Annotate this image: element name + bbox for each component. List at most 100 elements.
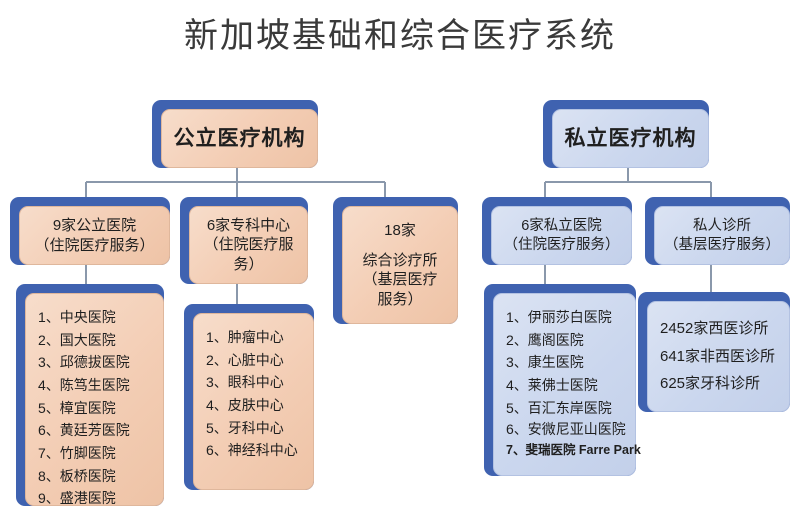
list-item-number: 5、 [206, 419, 228, 436]
list-item-label: 国大医院 [59, 331, 116, 348]
list-item-label: 板桥医院 [59, 467, 116, 484]
list-item: 3、康生医院 [506, 351, 584, 374]
list-item-number: 4、 [206, 397, 228, 414]
list-item: 2452家西医诊所 [660, 319, 769, 337]
list-item: 2、国大医院 [38, 329, 116, 352]
node-label-public-institutions: 公立医疗机构 [173, 126, 306, 150]
list-item: 6、安微尼亚山医院 [506, 419, 626, 439]
category-line-3: （基层医疗 [362, 271, 438, 288]
list-item: 5、百汇东岸医院 [506, 397, 612, 420]
node-public-hospitals-category[interactable]: 9家公立医院 （住院医疗服务） [10, 197, 170, 265]
node-face: 18家 综合诊疗所 （基层医疗 服务） [342, 206, 458, 324]
list-item-number: 2、 [38, 331, 60, 348]
list-item: 5、樟宜医院 [38, 397, 116, 420]
node-face: 私人诊所 （基层医疗服务） [654, 206, 790, 265]
list-item: 6、黄廷芳医院 [38, 419, 130, 442]
list-item-number: 6、 [206, 442, 228, 459]
category-line-1: 9家公立医院 [52, 217, 137, 234]
category-line-2: 综合诊疗所 [362, 251, 438, 269]
list-item: 7、竹脚医院 [38, 442, 116, 465]
node-face: 私立医疗机构 [552, 109, 709, 168]
node-face: 6家私立医院 （住院医疗服务） [491, 206, 632, 265]
list-item-label: 竹脚医院 [59, 445, 116, 462]
node-public-institutions[interactable]: 公立医疗机构 [152, 100, 318, 168]
list-item-label: 樟宜医院 [59, 399, 116, 416]
list-item-label: 邱德拔医院 [59, 354, 130, 371]
list-item-number: 7、 [506, 442, 526, 457]
category-line-1: 18家 [384, 222, 416, 239]
list-item-number: 6、 [38, 422, 60, 439]
list-item: 4、皮肤中心 [206, 394, 284, 417]
list-item: 4、莱佛士医院 [506, 374, 598, 397]
category-line-2: （基层医疗服务） [664, 236, 780, 253]
list-item-number: 5、 [38, 399, 60, 416]
list-item: 9、盛港医院 [38, 487, 116, 510]
list-item-number: 4、 [38, 377, 60, 394]
category-line-1: 6家私立医院 [521, 217, 602, 234]
node-specialty-centers-category[interactable]: 6家专科中心 （住院医疗服 务） [180, 197, 308, 284]
list-item-number: 8、 [38, 467, 60, 484]
list-item: 5、牙科中心 [206, 417, 284, 440]
list-item-label: 皮肤中心 [227, 397, 284, 414]
list-item-number: 3、 [206, 374, 228, 391]
list-item-number: 6、 [506, 421, 528, 438]
list-item-label: 黄廷芳医院 [59, 422, 130, 439]
category-line-3: 务） [233, 255, 264, 273]
list-item: 1、中央医院 [38, 306, 116, 329]
list-item-label: 神经科中心 [227, 442, 298, 459]
node-face: 公立医疗机构 [161, 109, 318, 168]
list-item-number: 5、 [506, 399, 528, 416]
list-item: 1、肿瘤中心 [206, 326, 284, 349]
list-item-number: 2、 [206, 351, 228, 368]
list-item-label: 伊丽莎白医院 [527, 309, 612, 325]
list-item-label: 鹰阁医院 [527, 331, 584, 348]
list-item: 3、眼科中心 [206, 371, 284, 394]
list-item-label: 中央医院 [59, 309, 116, 325]
node-face: 9家公立医院 （住院医疗服务） [19, 206, 170, 265]
list-item-number: 3、 [38, 354, 60, 371]
list-item-number: 1、 [206, 329, 228, 345]
list-item-label: 陈笃生医院 [59, 377, 130, 394]
list-item-label: 肿瘤中心 [227, 329, 284, 345]
list-item: 625家牙科诊所 [660, 375, 761, 393]
category-line-4: 服务） [377, 290, 423, 308]
node-private-hospitals-category[interactable]: 6家私立医院 （住院医疗服务） [482, 197, 632, 265]
list-item: 2、鹰阁医院 [506, 329, 584, 352]
list-item: 1、伊丽莎白医院 [506, 306, 612, 329]
list-item: 4、陈笃生医院 [38, 374, 130, 397]
list-item-number: 1、 [38, 309, 60, 325]
node-private-clinics-category[interactable]: 私人诊所 （基层医疗服务） [645, 197, 790, 265]
list-item-number: 1、 [506, 309, 528, 325]
list-item-number: 3、 [506, 354, 528, 371]
list-item-label: 心脏中心 [227, 351, 284, 368]
list-item: 6、神经科中心 [206, 439, 298, 462]
category-line-2: （住院医疗服 [203, 236, 294, 254]
list-item-label: 莱佛士医院 [527, 377, 598, 394]
list-item: 3、邱德拔医院 [38, 351, 130, 374]
node-face: 6家专科中心 （住院医疗服 务） [189, 206, 308, 284]
node-private-institutions[interactable]: 私立医疗机构 [543, 100, 709, 168]
list-item-number: 7、 [38, 445, 60, 462]
category-line-1: 6家专科中心 [206, 216, 291, 234]
category-line-2: （住院医疗服务） [34, 236, 155, 254]
list-item-label: 百汇东岸医院 [527, 399, 612, 416]
node-polyclinics-category[interactable]: 18家 综合诊疗所 （基层医疗 服务） [333, 197, 458, 324]
node-label-private-institutions: 私立医疗机构 [564, 126, 697, 150]
list-item-label: 牙科中心 [227, 419, 284, 436]
category-line-1: 私人诊所 [693, 217, 751, 234]
list-item-label: 盛港医院 [59, 490, 116, 507]
list-item-label: 斐瑞医院 Farre Park [525, 442, 641, 457]
list-item: 2、心脏中心 [206, 349, 284, 372]
list-item-number: 9、 [38, 490, 60, 507]
page-title: 新加坡基础和综合医疗系统 [184, 16, 616, 56]
list-item-label: 康生医院 [527, 354, 584, 371]
